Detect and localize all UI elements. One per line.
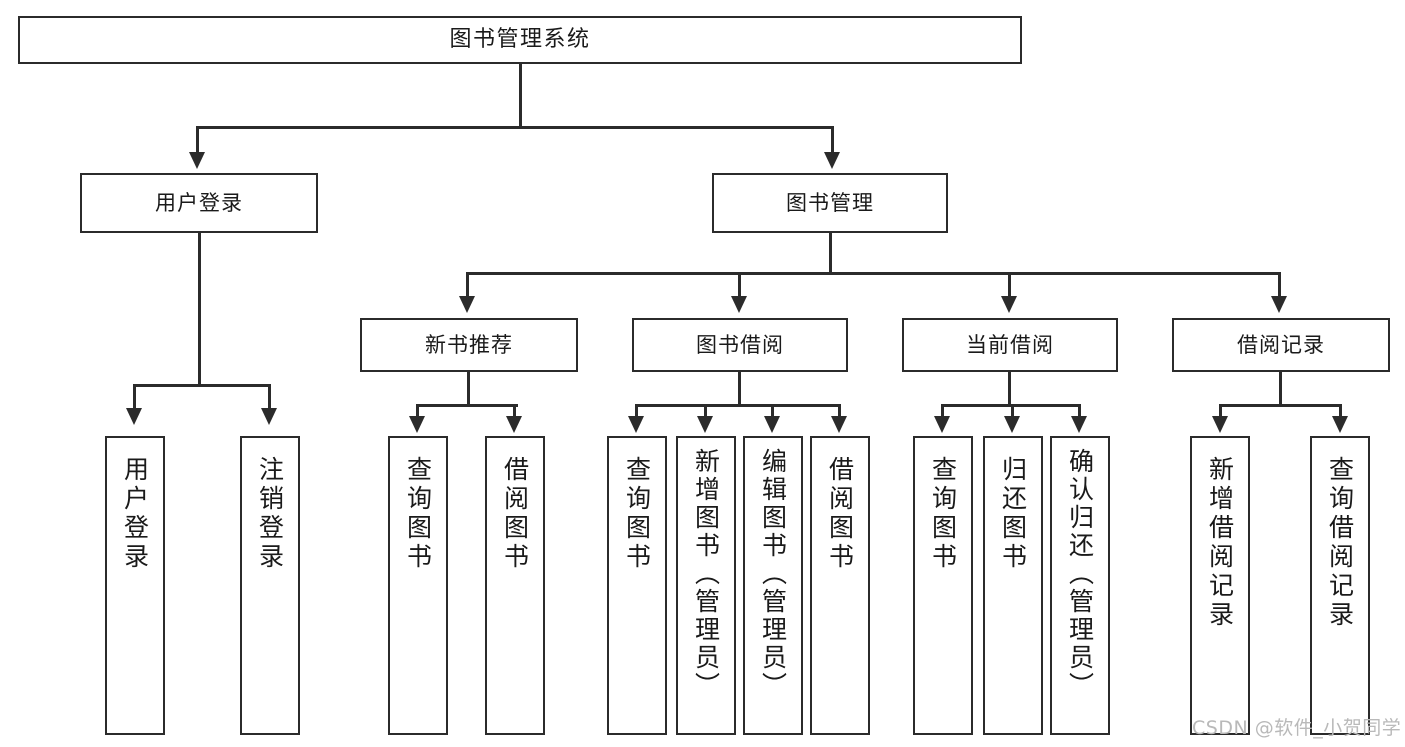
arrow-to-leaf-return-book	[1004, 416, 1020, 433]
node-label: 图书管理	[786, 190, 874, 215]
node-borrow-record[interactable]: 借阅记录	[1172, 318, 1390, 372]
arrow-to-leaf-confirm-return	[1071, 416, 1087, 433]
connector-current-borrow-drop-3	[1078, 404, 1081, 418]
connector-book-borrow-drop-4	[838, 404, 841, 418]
connector-user-login-bus	[133, 384, 270, 387]
leaf-query-book-current[interactable]: 查询图书	[913, 436, 973, 735]
connector-to-borrow-record	[1278, 272, 1281, 298]
node-label: 新增图书（管理员）	[691, 448, 721, 700]
arrow-to-leaf-edit-book	[764, 416, 780, 433]
node-label: 借阅图书	[500, 456, 530, 572]
arrow-to-book-manage	[824, 152, 840, 169]
arrow-to-borrow-record	[1271, 296, 1287, 313]
arrow-to-user-login	[189, 152, 205, 169]
connector-new-book-drop-1	[416, 404, 419, 418]
node-book-borrow[interactable]: 图书借阅	[632, 318, 848, 372]
arrow-to-book-borrow	[731, 296, 747, 313]
node-label: 当前借阅	[966, 332, 1054, 357]
connector-current-borrow-drop-1	[941, 404, 944, 418]
node-label: 查询图书	[403, 456, 433, 572]
arrow-to-leaf-query-book-3	[934, 416, 950, 433]
connector-root-stem	[519, 64, 522, 128]
node-label: 图书借阅	[696, 332, 784, 357]
leaf-add-borrow-record[interactable]: 新增借阅记录	[1190, 436, 1250, 735]
connector-root-bus	[196, 126, 834, 129]
node-current-borrow[interactable]: 当前借阅	[902, 318, 1118, 372]
node-new-book-recommend[interactable]: 新书推荐	[360, 318, 578, 372]
connector-root-to-user-login	[196, 126, 199, 154]
node-label: 借阅图书	[825, 456, 855, 572]
node-label: 归还图书	[998, 456, 1028, 572]
leaf-borrow-book-recommend[interactable]: 借阅图书	[485, 436, 545, 735]
connector-root-to-book-manage	[831, 126, 834, 154]
node-book-manage[interactable]: 图书管理	[712, 173, 948, 233]
arrow-to-leaf-query-book-2	[628, 416, 644, 433]
node-label: 查询借阅记录	[1325, 456, 1355, 630]
arrow-to-leaf-add-record	[1212, 416, 1228, 433]
arrow-to-new-book	[459, 296, 475, 313]
arrow-to-leaf-query-book-1	[409, 416, 425, 433]
node-label: 新书推荐	[425, 332, 513, 357]
connector-book-manage-stem	[829, 233, 832, 274]
leaf-edit-book-admin[interactable]: 编辑图书（管理员）	[743, 436, 803, 735]
node-label: 借阅记录	[1237, 332, 1325, 357]
leaf-return-book[interactable]: 归还图书	[983, 436, 1043, 735]
arrow-to-leaf-borrow-book-2	[831, 416, 847, 433]
node-root-system[interactable]: 图书管理系统	[18, 16, 1022, 64]
connector-borrow-record-stem	[1279, 372, 1282, 406]
leaf-borrow-book-borrow[interactable]: 借阅图书	[810, 436, 870, 735]
csdn-watermark: CSDN @软件_小贺同学	[1192, 717, 1402, 739]
node-user-login[interactable]: 用户登录	[80, 173, 318, 233]
connector-borrow-record-bus	[1219, 404, 1342, 407]
connector-new-book-drop-2	[513, 404, 516, 418]
connector-book-borrow-stem	[738, 372, 741, 406]
connector-borrow-record-drop-1	[1219, 404, 1222, 418]
connector-book-borrow-drop-2	[704, 404, 707, 418]
connector-current-borrow-drop-2	[1011, 404, 1014, 418]
connector-book-borrow-drop-1	[635, 404, 638, 418]
connector-new-book-bus	[416, 404, 518, 407]
leaf-logout[interactable]: 注销登录	[240, 436, 300, 735]
node-label: 查询图书	[622, 456, 652, 572]
connector-current-borrow-stem	[1008, 372, 1011, 406]
leaf-confirm-return-admin[interactable]: 确认归还（管理员）	[1050, 436, 1110, 735]
leaf-query-book-recommend[interactable]: 查询图书	[388, 436, 448, 735]
connector-book-manage-bus	[466, 272, 1278, 275]
connector-current-borrow-bus	[941, 404, 1078, 407]
arrow-to-current-borrow	[1001, 296, 1017, 313]
arrow-to-leaf-user-login	[126, 408, 142, 425]
node-label: 编辑图书（管理员）	[758, 448, 788, 700]
connector-to-new-book	[466, 272, 469, 298]
node-label: 新增借阅记录	[1205, 456, 1235, 630]
connector-borrow-record-drop-2	[1339, 404, 1342, 418]
arrow-to-leaf-borrow-book-1	[506, 416, 522, 433]
node-label: 查询图书	[928, 456, 958, 572]
node-label: 注销登录	[255, 456, 285, 572]
connector-to-current-borrow	[1008, 272, 1011, 298]
node-label: 图书管理系统	[449, 27, 591, 53]
connector-to-book-borrow	[738, 272, 741, 298]
connector-user-login-drop-1	[133, 384, 136, 410]
leaf-user-login[interactable]: 用户登录	[105, 436, 165, 735]
leaf-query-borrow-record[interactable]: 查询借阅记录	[1310, 436, 1370, 735]
connector-new-book-stem	[467, 372, 470, 406]
arrow-to-leaf-logout	[261, 408, 277, 425]
leaf-query-book-borrow[interactable]: 查询图书	[607, 436, 667, 735]
node-label: 确认归还（管理员）	[1065, 448, 1095, 700]
connector-book-borrow-drop-3	[771, 404, 774, 418]
node-label: 用户登录	[155, 190, 243, 215]
arrow-to-leaf-query-record	[1332, 416, 1348, 433]
connector-book-borrow-bus	[635, 404, 841, 407]
arrow-to-leaf-add-book	[697, 416, 713, 433]
node-label: 用户登录	[120, 456, 150, 572]
leaf-add-book-admin[interactable]: 新增图书（管理员）	[676, 436, 736, 735]
connector-user-login-stem	[198, 233, 201, 386]
connector-user-login-drop-2	[268, 384, 271, 410]
